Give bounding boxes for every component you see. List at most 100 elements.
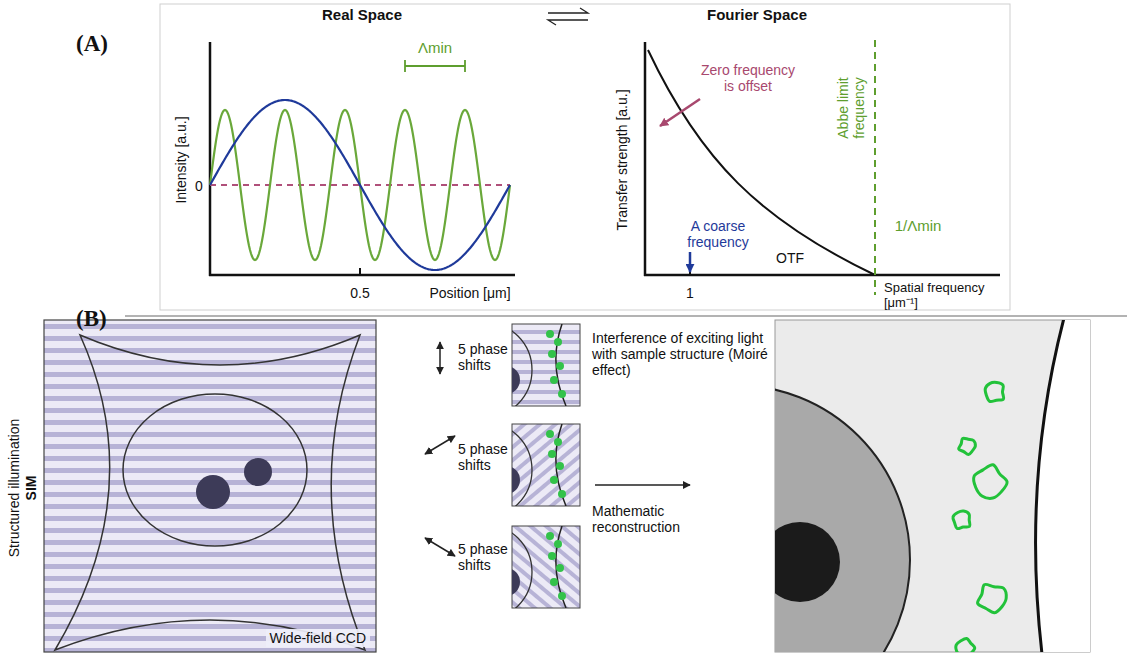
text-label: Position [μm] (429, 285, 510, 301)
text-label: 1/Λmin (895, 218, 942, 234)
panel-frame (160, 4, 1010, 310)
offset-arrow (660, 99, 700, 126)
otf-curve (648, 50, 875, 275)
axis-title: SIM (23, 476, 39, 501)
fluorescent-spot (550, 476, 558, 484)
resolved-structure (978, 584, 1007, 612)
reconstruction-arrow (595, 484, 690, 486)
drawing-part (436, 422, 580, 518)
cell-membrane (556, 424, 566, 506)
nucleus-outline (512, 424, 532, 506)
fluorescent-spot (558, 592, 566, 600)
drawing-part (775, 320, 1090, 652)
nucleus-region (775, 385, 910, 652)
period-bracket (404, 60, 406, 72)
text-label: 0 (195, 178, 203, 194)
drawing-part (210, 100, 510, 270)
exchange-harpoon (548, 8, 588, 13)
nucleolus (512, 568, 520, 596)
exchange-harpoon (548, 20, 588, 25)
shift-direction-arrow (425, 538, 455, 556)
phase-image (512, 324, 580, 406)
drawing-part (436, 322, 580, 620)
axis-title: Structured illumination (6, 419, 22, 558)
panel-separator (125, 315, 1127, 317)
nucleus-outline (512, 526, 532, 608)
fluorescent-spot (546, 330, 554, 338)
fluorescent-spot (546, 532, 554, 540)
nucleolus (244, 458, 272, 486)
text-label: Λmin (418, 40, 452, 56)
text-label: Fourier Space (707, 7, 807, 23)
axis-title: Intensity [a.u.] (173, 116, 189, 203)
axis-tick (359, 268, 361, 275)
fluorescent-spot (554, 338, 562, 346)
cell-outline (55, 335, 365, 650)
drawing-part (512, 424, 566, 506)
frequency-arrow (689, 252, 692, 272)
period-bracket (464, 60, 466, 72)
text-label: (B) (76, 305, 107, 332)
y-axis (209, 42, 212, 276)
nucleus-outline (512, 324, 532, 406)
text-label: Zero frequency is offset (694, 62, 802, 94)
fluorescent-spot (554, 540, 562, 548)
drawing-part (436, 524, 580, 620)
phase-image (512, 526, 580, 608)
fluorescent-spot (556, 462, 564, 470)
coarse-sine-wave (210, 100, 510, 270)
drawing-part (953, 382, 1007, 652)
axis-title: Abbe limit frequency (835, 62, 867, 154)
fluorescent-spot (550, 376, 558, 384)
nucleolus (196, 475, 230, 509)
text-label: Interference of exciting light with samp… (592, 330, 770, 378)
nucleolus (512, 466, 520, 494)
text-label: Mathematic reconstruction (592, 503, 742, 535)
resolved-structure (956, 638, 975, 652)
text-label: 5 phase shifts (458, 541, 514, 573)
cell-membrane (556, 324, 566, 406)
resolved-structure (953, 511, 970, 529)
text-label: 5 phase shifts (458, 441, 514, 473)
fluorescent-spot (554, 438, 562, 446)
cell-membrane (1036, 320, 1064, 652)
fluorescent-spot (548, 350, 556, 358)
fluorescent-spot (558, 490, 566, 498)
shift-direction-arrow (439, 342, 441, 374)
drawing-part (436, 322, 580, 418)
drawing-part (512, 526, 566, 608)
text-label: 0.5 (350, 285, 369, 301)
resolved-structure (974, 465, 1007, 499)
abbe-limit-line (874, 40, 876, 295)
axis-title: Transfer strength [a.u.] (614, 89, 630, 230)
text-label: 5 phase shifts (458, 341, 514, 373)
fluorescent-spot (558, 390, 566, 398)
phase-image (512, 424, 580, 506)
widefield-image (44, 320, 376, 652)
fluorescent-spot (548, 552, 556, 560)
y-axis (644, 42, 647, 276)
resolved-structure (959, 438, 976, 454)
text-label: Real Space (322, 7, 402, 23)
outside-region (1036, 320, 1090, 652)
fluorescent-spot (546, 430, 554, 438)
text-label: OTF (776, 250, 804, 266)
text-label: A coarse frequency (675, 218, 761, 250)
nucleus-outline (123, 394, 307, 546)
nucleolus (775, 522, 840, 602)
drawing-part (512, 324, 566, 406)
text-label: Spatial frequency [μm⁻¹] (884, 280, 1004, 310)
nucleolus (512, 366, 520, 394)
period-bracket (405, 65, 465, 67)
resolved-structure (985, 382, 1004, 401)
image-panel: Wide-field CCD (44, 320, 376, 652)
fluorescent-spot (556, 564, 564, 572)
text-label: (A) (76, 30, 108, 57)
fluorescent-spot (550, 578, 558, 586)
cell-membrane (556, 526, 566, 608)
text-label: 1 (686, 285, 694, 301)
x-axis (644, 274, 1000, 277)
x-axis (209, 274, 515, 277)
